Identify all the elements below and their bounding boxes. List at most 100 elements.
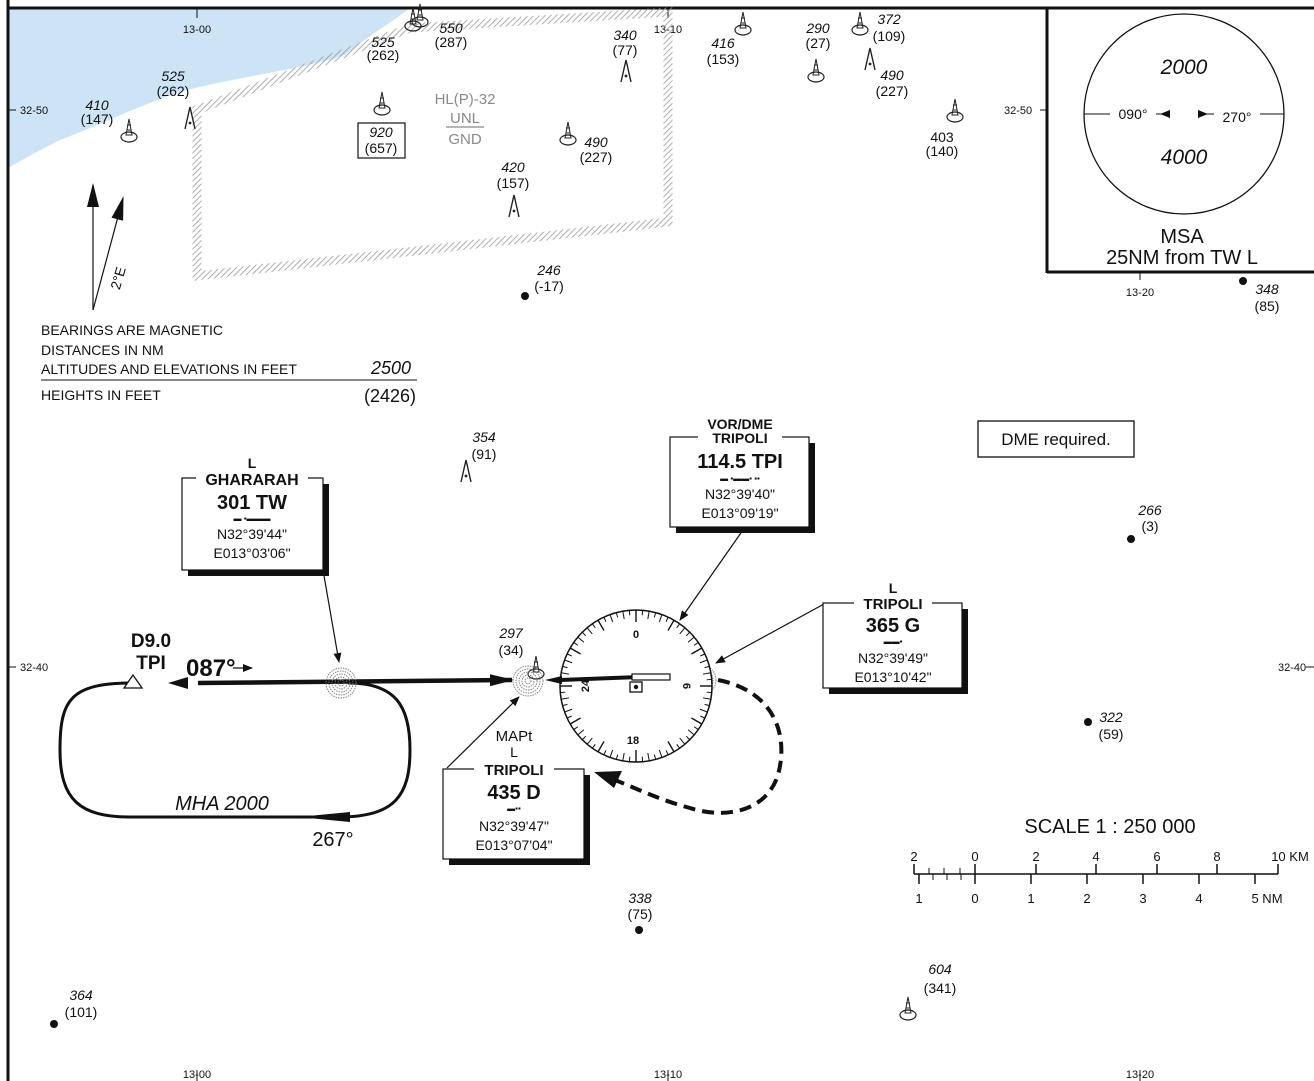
gharrah-morse: ▬ ▪▬▬▬ — [233, 514, 270, 523]
compass-tick — [679, 627, 686, 635]
ndb-365-latitude: N32°39'49" — [858, 650, 928, 666]
obstacle-height: (85) — [1255, 298, 1280, 314]
obstacle-height: (3) — [1141, 518, 1158, 534]
dme-note-text: DME required. — [1001, 430, 1111, 449]
vor-longitude: E013°09'19" — [701, 505, 778, 521]
gharrah-type: L — [248, 455, 257, 471]
compass-tick — [653, 612, 657, 618]
holding-mha: MHA 2000 — [175, 793, 269, 815]
scale-km-label: 0 — [971, 849, 978, 864]
compass-tick — [665, 616, 669, 622]
compass-tick — [693, 726, 699, 731]
grid-right-3240: 32-40 — [1278, 662, 1306, 674]
scale-title: SCALE 1 : 250 000 — [1024, 816, 1195, 838]
scale-nm-end: 5 NM — [1251, 891, 1282, 906]
compass-tick — [603, 750, 607, 756]
legend-heights: HEIGHTS IN FEET — [41, 387, 161, 403]
obstacle-elevation: 372 — [877, 11, 901, 27]
compass-tick — [609, 614, 614, 623]
compass-tick — [597, 619, 605, 631]
obstacle: 290 (27) — [805, 20, 831, 83]
holding-pattern: 087° 267° MHA 2000 — [58, 655, 514, 851]
compass-tick — [622, 611, 625, 620]
gharrah-latitude: N32°39'44" — [217, 526, 287, 542]
grid-top-1300: 13-00 — [183, 24, 211, 36]
compass-tick — [699, 659, 708, 664]
obstacle-elevation: 525 — [161, 68, 185, 84]
compass-tick — [609, 749, 614, 758]
compass-tick — [704, 665, 710, 669]
obstacle: 266 (3) — [1127, 502, 1162, 543]
highest-obstacle-elevation: 920 — [369, 124, 393, 140]
msa-right-bearing: 270° — [1223, 109, 1252, 125]
obstacle-height: (140) — [926, 143, 959, 159]
obstacle-elevation: 348 — [1255, 281, 1279, 297]
gharrah-ndb-box: L GHARARAH 301 TW ▬ ▪▬▬▬ N32°39'44" E013… — [181, 455, 329, 576]
obstacle: 338 (75) — [628, 890, 653, 934]
grid-bottom-1320: 13-20 — [1126, 1069, 1154, 1081]
compass-tick — [561, 697, 570, 700]
legend-distances: DISTANCES IN NM — [41, 342, 164, 358]
compass-tick — [647, 752, 650, 761]
ndb-435-box: MAPt L TRIPOLI 435 D ▬▪▪ N32°39'47" E013… — [442, 728, 590, 865]
obstacle-height: (341) — [924, 980, 957, 996]
obstacle: 322 (59) — [1084, 709, 1123, 742]
chart-legend: BEARINGS ARE MAGNETIC DISTANCES IN NM AL… — [41, 322, 417, 406]
compass-tick — [569, 647, 581, 655]
compass-tick — [676, 743, 681, 749]
restricted-area-boundary — [192, 7, 673, 282]
gharrah-frequency: 301 TW — [217, 492, 287, 514]
compass-tick — [603, 616, 607, 622]
compass-tick — [591, 623, 596, 629]
legend-height-example: (2426) — [364, 386, 416, 406]
obstacle-height: (101) — [65, 1004, 98, 1020]
obstacle: 416 (153) — [707, 11, 752, 67]
obstacle-height: (287) — [435, 34, 468, 50]
grid-bottom-1310: 13-10 — [654, 1069, 682, 1081]
holding-outbound-course: 267° — [312, 829, 353, 851]
obstacle: 364 (101) — [50, 987, 97, 1028]
obstacle-elevation: 354 — [472, 429, 496, 445]
obstacle: 410 (147) — [81, 97, 138, 143]
compass-tick — [676, 623, 681, 629]
grid-msa-1320: 13-20 — [1126, 287, 1154, 299]
compass-tick — [658, 614, 663, 623]
obstacle-height: (27) — [806, 35, 831, 51]
compass-east: 6 — [680, 683, 692, 689]
obstacle-height: (34) — [499, 642, 524, 658]
compass-tick — [702, 697, 711, 700]
obstacle-height: (-17) — [534, 278, 564, 294]
vor-type: VOR/DME — [707, 416, 772, 432]
grid-right-3250: 32-50 — [1004, 105, 1032, 117]
obstacle-height: (157) — [497, 175, 530, 191]
obstacle: 550 (287) — [411, 3, 468, 50]
compass-tick — [615, 754, 619, 760]
vor-compass-rose: 0 6 18 24 — [559, 609, 713, 763]
legend-altitude-example: 2500 — [370, 358, 411, 378]
compass-tick — [687, 636, 695, 643]
msa-title: MSA — [1160, 226, 1204, 248]
ndb-365-morse: ▬▬▪ — [884, 637, 903, 646]
ndb-435-longitude: E013°07'04" — [475, 837, 552, 853]
ndb-435-type: L — [510, 744, 518, 760]
msa-north-altitude: 2000 — [1160, 56, 1208, 79]
compass-tick — [581, 631, 587, 637]
compass-tick — [691, 647, 703, 655]
obstacle-elevation: 490 — [880, 67, 904, 83]
ndb-435-frequency: 435 D — [487, 782, 540, 804]
ndb-435-name: TRIPOLI — [484, 762, 543, 779]
compass-tick — [699, 708, 708, 713]
ndb-365-longitude: E013°10'42" — [854, 669, 931, 685]
scale-nm-label: 4 — [1195, 891, 1202, 906]
obstacle-height: (75) — [628, 906, 653, 922]
compass-tick — [561, 672, 570, 675]
dme-fix-distance: D9.0 — [131, 631, 171, 652]
grid-left-3240: 32-40 — [20, 662, 48, 674]
obstacle-elevation: 246 — [536, 262, 561, 278]
obstacle-height: (153) — [707, 51, 740, 67]
compass-tick — [693, 641, 699, 646]
obstacle-elevation: 340 — [613, 27, 637, 43]
compass-tick — [700, 653, 706, 657]
compass-tick — [647, 611, 650, 620]
ndb-365-name: TRIPOLI — [863, 596, 922, 613]
